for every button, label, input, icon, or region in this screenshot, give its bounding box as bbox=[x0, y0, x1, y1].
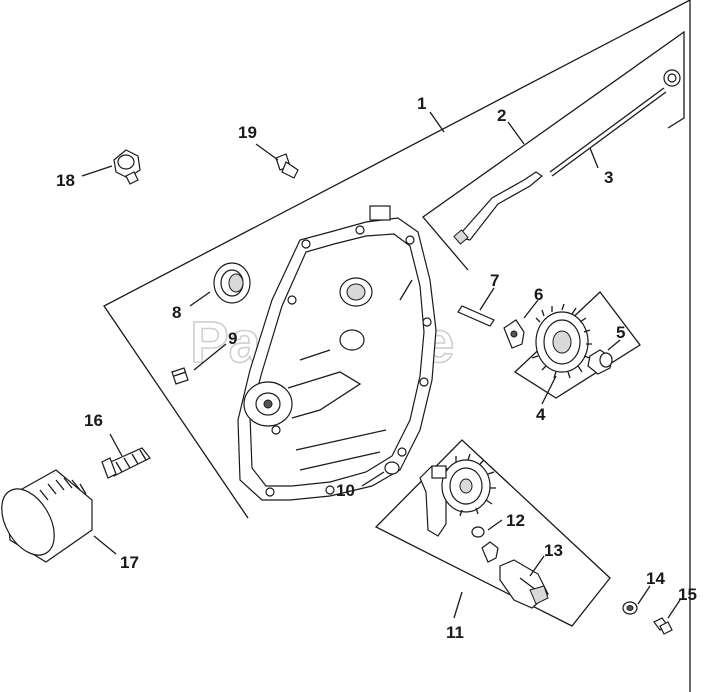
callout-8: 8 bbox=[172, 303, 181, 322]
callout-3: 3 bbox=[604, 168, 613, 187]
screw bbox=[653, 617, 673, 635]
relief-valve bbox=[481, 541, 549, 609]
dipstick-tube bbox=[453, 171, 544, 245]
bracket bbox=[503, 319, 525, 349]
oil-seal bbox=[213, 262, 251, 304]
callout-6: 6 bbox=[534, 285, 543, 304]
oil-pump bbox=[419, 453, 496, 537]
callout-14: 14 bbox=[646, 569, 665, 588]
callout-7: 7 bbox=[490, 271, 499, 290]
o-ring bbox=[384, 461, 400, 475]
callout-16: 16 bbox=[84, 411, 103, 430]
leader-lines bbox=[81, 111, 681, 619]
gear bbox=[531, 303, 592, 379]
callout-1: 1 bbox=[417, 94, 426, 113]
filter-nipple bbox=[101, 447, 151, 479]
callout-5: 5 bbox=[616, 323, 625, 342]
washer bbox=[622, 601, 638, 615]
group-1-outline bbox=[103, 0, 691, 692]
cover-screw bbox=[275, 153, 299, 179]
oil-filter bbox=[1, 469, 93, 563]
callout-19: 19 bbox=[238, 123, 257, 142]
pipe-plug bbox=[171, 367, 189, 385]
callout-15: 15 bbox=[678, 585, 697, 604]
callout-11: 11 bbox=[446, 623, 464, 642]
group-2-outline bbox=[422, 30, 685, 271]
callout-9: 9 bbox=[228, 329, 237, 348]
dipstick bbox=[549, 69, 681, 177]
pressure-switch bbox=[113, 149, 141, 185]
spacer bbox=[587, 349, 613, 375]
dowel-pin bbox=[457, 305, 495, 327]
callout-4: 4 bbox=[536, 405, 546, 424]
callout-12: 12 bbox=[506, 511, 525, 530]
callout-13: 13 bbox=[544, 541, 563, 560]
callout-17: 17 bbox=[120, 553, 139, 572]
callout-10: 10 bbox=[336, 481, 355, 500]
group-11-outline bbox=[374, 439, 611, 627]
callout-2: 2 bbox=[497, 106, 506, 125]
pump-o-ring bbox=[471, 526, 485, 538]
crankcase-cover bbox=[237, 205, 437, 501]
callout-18: 18 bbox=[56, 171, 75, 190]
